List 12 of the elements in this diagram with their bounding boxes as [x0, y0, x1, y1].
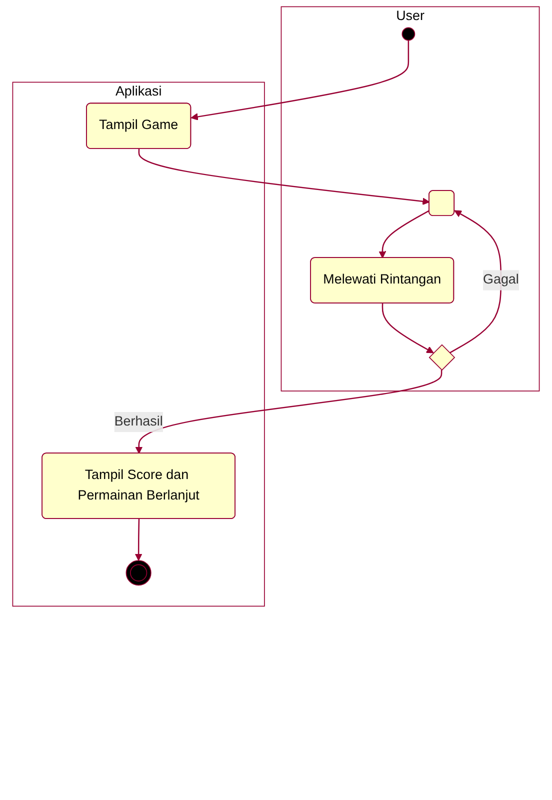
arrow [449, 210, 502, 354]
node-circle [402, 27, 416, 41]
arrow [138, 148, 430, 205]
arrow [190, 40, 410, 120]
node-diamond [428, 344, 456, 371]
arrow [135, 370, 442, 454]
arrow [382, 303, 434, 354]
arrow [134, 518, 142, 561]
edge-label: Gagal [483, 272, 519, 287]
edge-label: Berhasil [114, 414, 163, 429]
node-circle [126, 560, 152, 586]
arrow [378, 210, 430, 258]
